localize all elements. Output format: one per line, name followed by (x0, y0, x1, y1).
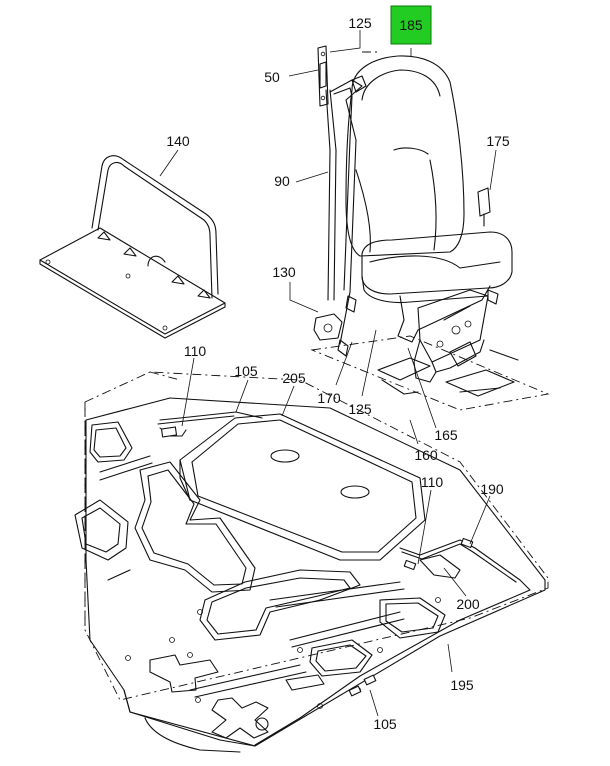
callout-205[interactable]: 205 (282, 370, 306, 386)
callout-175[interactable]: 175 (486, 133, 510, 149)
callout-170[interactable]: 170 (317, 390, 341, 406)
harness-105-left (157, 411, 263, 438)
callout-110-right[interactable]: 110 (421, 474, 444, 490)
callout-165[interactable]: 165 (434, 427, 458, 443)
callout-130[interactable]: 130 (272, 264, 296, 280)
callout-105-top[interactable]: 105 (234, 363, 258, 379)
callout-50[interactable]: 50 (264, 69, 280, 85)
callout-90[interactable]: 90 (274, 173, 290, 189)
belt-assembly (313, 45, 367, 357)
callout-200[interactable]: 200 (456, 596, 480, 612)
callout-110-left[interactable]: 110 (184, 343, 207, 359)
callout-125-top[interactable]: 125 (348, 15, 372, 31)
callout-125-mid[interactable]: 125 (348, 401, 372, 417)
callout-195[interactable]: 195 (450, 677, 474, 693)
trailing-wire (144, 717, 241, 753)
seat-assembly (310, 55, 550, 411)
callout-140[interactable]: 140 (166, 133, 190, 149)
floor-panel (74, 371, 549, 747)
callout-185[interactable]: 185 (399, 17, 423, 33)
callout-105-bottom[interactable]: 105 (373, 716, 397, 732)
callout-185-highlight[interactable] (390, 5, 432, 45)
bracket-140 (39, 155, 226, 339)
callout-190[interactable]: 190 (480, 481, 504, 497)
callouts: 185 125 50 175 140 90 130 170 125 165 16… (166, 5, 510, 732)
callout-160[interactable]: 160 (414, 447, 438, 463)
leader-lines (159, 30, 497, 717)
harness-190-195 (254, 537, 531, 746)
